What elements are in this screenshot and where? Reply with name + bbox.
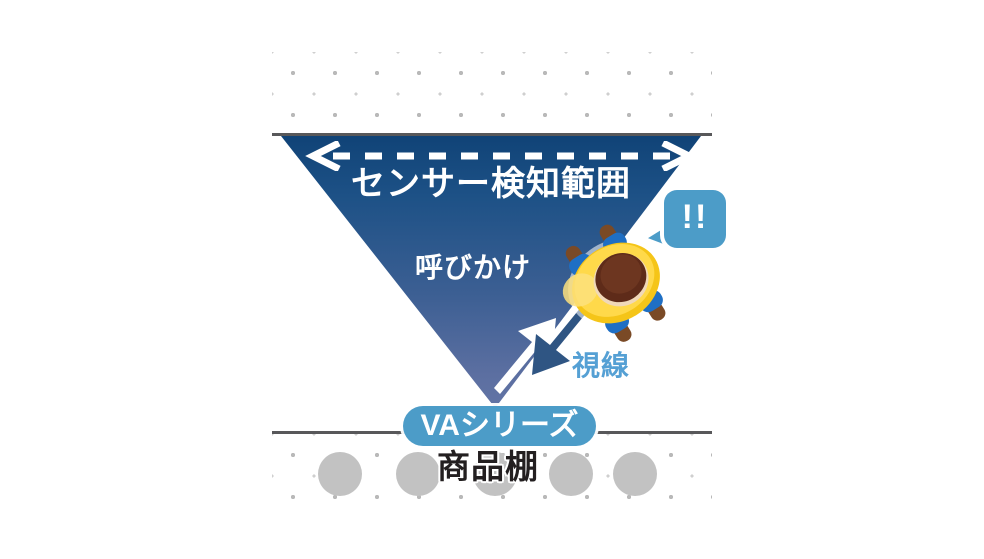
shelf-product-circle (396, 452, 440, 496)
gaze-label: 視線 (572, 350, 631, 381)
shelf-product-circle (549, 452, 593, 496)
speech-bubble-text: !! (681, 198, 709, 236)
shelf-label: 商品棚 (437, 448, 539, 485)
cone-title-label: センサー検知範囲 (351, 165, 631, 203)
va-series-badge: VAシリーズ (403, 406, 596, 446)
upper-wall-panel (272, 52, 712, 136)
va-series-badge-label: VAシリーズ (420, 409, 579, 442)
speech-bubble: !! (664, 190, 726, 248)
shelf-product-circle (318, 452, 362, 496)
call-label: 呼びかけ (415, 252, 532, 283)
shelf-product-circle (473, 452, 517, 496)
shelf-product-circle (613, 452, 657, 496)
ceiling-line (272, 133, 712, 136)
